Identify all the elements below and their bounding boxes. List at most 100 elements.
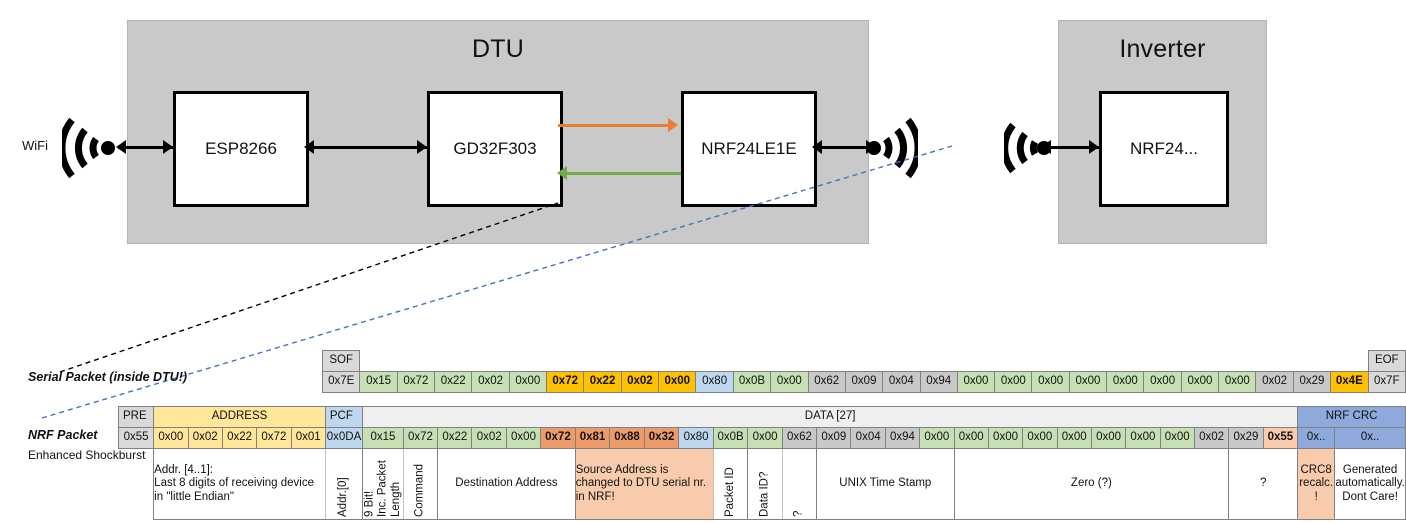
packet-header-cell: NRF CRC [1297, 406, 1406, 428]
packet-byte-cell: 0x09 [844, 371, 884, 393]
packet-header-cell: EOF [1367, 350, 1406, 372]
packet-byte-cell: 0x72 [540, 427, 576, 449]
packet-byte-cell: 0x00 [1125, 427, 1161, 449]
packet-byte-cell: 0x15 [362, 427, 404, 449]
packet-byte-cell: 0x0B [732, 371, 772, 393]
packet-byte-cell: 0x7E [321, 371, 361, 393]
arrow-gd32-to-nrf-tx-head [668, 118, 678, 132]
packet-byte-cell: 0x55 [1262, 427, 1299, 449]
packet-header-cell: PCF [324, 406, 364, 428]
packet-byte-cell: 0x00 [508, 371, 548, 393]
packet-description-cell [119, 449, 154, 520]
nrf-packet-label: NRF Packet [28, 428, 98, 442]
packet-byte-cell: 0x7F [1367, 371, 1406, 393]
packet-byte-cell: 0x00 [919, 427, 955, 449]
arrow-nrf-to-gd32-rx-head [557, 166, 567, 180]
chip-nrf24le1e-label: NRF24LE1E [701, 139, 797, 158]
packet-byte-cell: 0x02 [187, 427, 223, 449]
packet-byte-cell: 0x4E [1330, 371, 1369, 393]
packet-byte-cell: 0x00 [1031, 371, 1070, 393]
packet-byte-cell: 0x00 [956, 371, 996, 393]
packet-byte-cell: 0x02 [1255, 371, 1294, 393]
chip-nrf24-label: NRF24... [1129, 139, 1199, 158]
arrow-esp-gd32-head-right [417, 140, 427, 154]
packet-description-cell: ? [782, 448, 817, 520]
nrf-packet-description-row: Addr. [4..1]:Last 8 digits of receiving … [119, 448, 1406, 520]
packet-byte-cell: 0x88 [609, 427, 645, 449]
packet-description-cell: Command [403, 448, 438, 520]
packet-byte-cell: 0x00 [747, 427, 783, 449]
packet-byte-cell: 0x72 [256, 427, 292, 449]
packet-byte-cell: 0x00 [987, 427, 1024, 449]
arrow-gd32-to-nrf-tx [558, 124, 674, 127]
packet-byte-cell: 0x00 [658, 371, 697, 393]
nrf-packet-sublabel: Enhanced Shockburst [28, 448, 146, 462]
packet-description-cell: Source Address is changed to DTU serial … [574, 448, 714, 520]
packet-description-cell: 9 Bit!Inc. Packet Length [362, 448, 404, 520]
packet-description-cell: UNIX Time Stamp [816, 448, 955, 520]
packet-byte-cell: 0x94 [919, 371, 958, 393]
packet-byte-cell: 0x01 [290, 427, 326, 449]
packet-byte-cell: 0x00 [770, 371, 809, 393]
packet-description-cell: CRC8 recalc. ! [1297, 448, 1336, 520]
packet-byte-cell: 0x22 [583, 371, 622, 393]
dtu-title: DTU [472, 35, 524, 63]
packet-byte-cell: 0x80 [678, 427, 714, 449]
packet-byte-cell: 0x00 [1106, 371, 1145, 393]
packet-byte-cell: 0x00 [1022, 427, 1058, 449]
packet-byte-cell: 0x81 [574, 427, 611, 449]
arrow-inverter-antenna-head-left [1041, 140, 1051, 154]
packet-byte-cell: 0x62 [807, 371, 846, 393]
packet-byte-cell: 0x00 [153, 427, 189, 449]
packet-byte-cell: 0x04 [850, 427, 886, 449]
packet-byte-cell: 0x72 [396, 371, 436, 393]
packet-byte-cell: 0x00 [505, 427, 542, 449]
packet-byte-cell: 0x22 [221, 427, 258, 449]
packet-byte-cell: 0x72 [546, 371, 585, 393]
serial-packet-label: Serial Packet (inside DTU!) [28, 370, 188, 384]
packet-byte-cell: 0x02 [471, 371, 510, 393]
packet-description-cell: Addr.[0] [325, 448, 363, 520]
packet-header-cell: DATA [27] [362, 406, 1299, 428]
packet-byte-cell: 0x72 [402, 427, 439, 449]
arrow-wifi-esp-head-left [116, 140, 126, 154]
wifi-antenna-icon [62, 117, 115, 179]
packet-byte-cell: 0x00 [1180, 371, 1220, 393]
packet-description-cell: Destination Address [437, 448, 576, 520]
packet-byte-cell: 0x15 [359, 371, 398, 393]
serial-packet-header-row: SOF EOF [321, 350, 1406, 372]
arrow-nrf-antenna-head-right [866, 140, 876, 154]
packet-byte-cell: 0x00 [994, 371, 1033, 393]
arrow-wifi-esp-head-right [163, 140, 173, 154]
packet-byte-cell: 0x80 [695, 371, 734, 393]
chip-gd32f303: GD32F303 [427, 91, 563, 207]
chip-nrf24: NRF24... [1099, 91, 1229, 207]
packet-byte-cell: 0x22 [434, 371, 473, 393]
packet-byte-cell: 0x00 [953, 427, 989, 449]
packet-description-cell: Data ID? [747, 448, 783, 520]
packet-byte-cell: 0x32 [643, 427, 680, 449]
packet-byte-cell: 0x02 [471, 427, 507, 449]
inverter-title: Inverter [1119, 35, 1206, 63]
packet-byte-cell: 0x0DA [324, 427, 364, 449]
arrow-nrf-antenna-head-left [812, 140, 822, 154]
packet-byte-cell: 0x0B [712, 427, 749, 449]
packet-byte-cell: 0x02 [620, 371, 660, 393]
packet-header-cell: ADDRESS [153, 406, 326, 428]
arrow-esp-gd32-head-left [304, 140, 314, 154]
packet-byte-cell: 0x22 [437, 427, 473, 449]
wifi-label: WiFi [22, 138, 48, 153]
packet-description-cell: ? [1228, 448, 1299, 520]
chip-esp8266: ESP8266 [173, 91, 309, 207]
packet-byte-cell: 0x00 [1068, 371, 1108, 393]
packet-tables: Serial Packet (inside DTU!) NRF Packet E… [0, 344, 1406, 523]
packet-header-cell: SOF [321, 350, 361, 372]
packet-byte-cell: 0x94 [884, 427, 921, 449]
packet-byte-cell: 0x29 [1292, 371, 1332, 393]
packet-description-cell: Addr. [4..1]:Last 8 digits of receiving … [153, 448, 326, 520]
chip-nrf24le1e: NRF24LE1E [681, 91, 817, 207]
